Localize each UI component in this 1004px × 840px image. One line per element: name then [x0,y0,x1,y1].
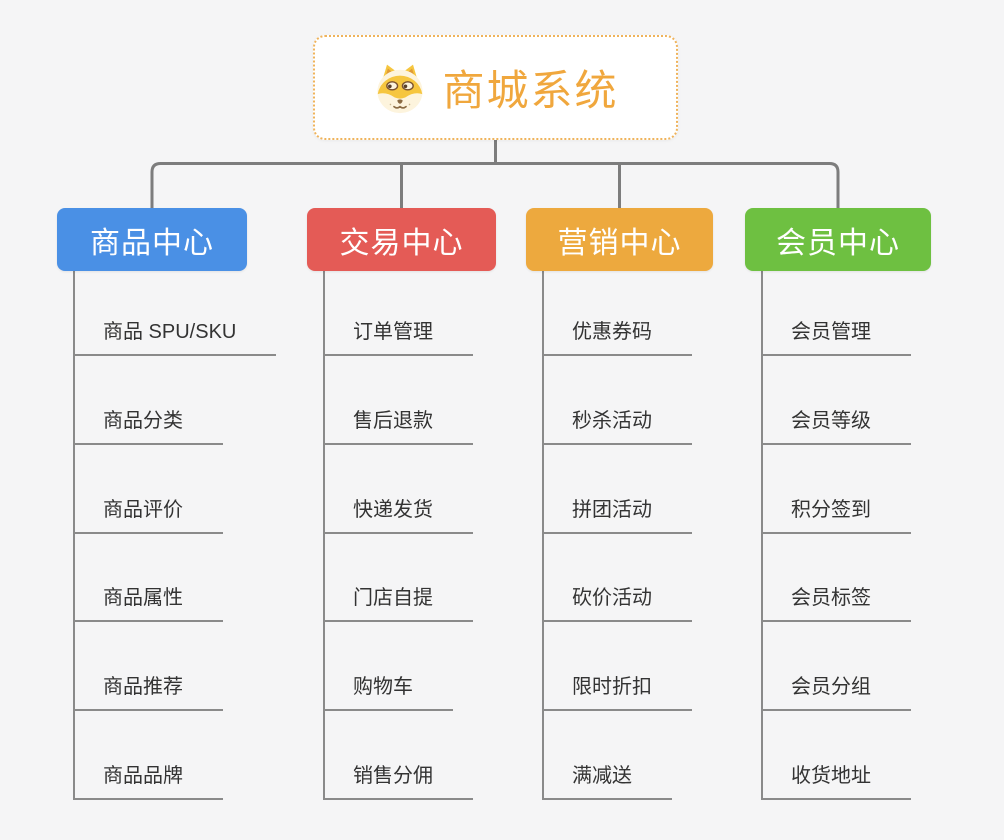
branch-node-label: 商品中心 [90,226,214,260]
leaf-node-member-center-6[interactable]: 收货地址 [761,762,911,800]
leaf-node-trade-center-2[interactable]: 售后退款 [323,407,473,445]
leaf-node-marketing-center-6[interactable]: 满减送 [542,762,672,800]
leaf-node-marketing-center-2[interactable]: 秒杀活动 [542,407,692,445]
branch-node-trade-center[interactable]: 交易中心 [307,208,496,271]
leaf-node-member-center-5[interactable]: 会员分组 [761,673,911,711]
branch-trunk-line [323,271,325,800]
branch-node-product-center[interactable]: 商品中心 [57,208,247,271]
leaf-node-product-center-5[interactable]: 商品推荐 [73,673,223,711]
branch-node-label: 交易中心 [339,226,464,260]
branch-node-label: 会员中心 [776,226,900,260]
leaf-node-product-center-3[interactable]: 商品评价 [73,496,223,534]
leaf-node-trade-center-1[interactable]: 订单管理 [323,318,473,356]
branch-column-member-center: 会员中心会员管理会员等级积分签到会员标签会员分组收货地址 [745,208,931,800]
leaf-node-marketing-center-5[interactable]: 限时折扣 [542,673,692,711]
leaf-node-trade-center-6[interactable]: 销售分佣 [323,762,473,800]
branch-column-product-center: 商品中心商品 SPU/SKU 商品分类商品评价商品属性商品推荐商品品牌 [57,208,277,800]
leaf-node-marketing-center-4[interactable]: 砍价活动 [542,584,692,622]
leaf-node-product-center-1[interactable]: 商品 SPU/SKU [73,318,277,356]
root-node-label: 商城系统 [442,67,619,114]
leaf-node-marketing-center-1[interactable]: 优惠券码 [542,318,692,356]
leaf-node-product-center-2[interactable]: 商品分类 [73,407,223,445]
leaf-node-product-center-6[interactable]: 商品品牌 [73,762,223,800]
leaf-node-trade-center-5[interactable]: 购物车 [323,673,453,711]
leaf-node-member-center-3[interactable]: 积分签到 [761,496,911,534]
branch-column-marketing-center: 营销中心优惠券码秒杀活动拼团活动砍价活动限时折扣满减送 [526,208,713,800]
root-node[interactable]: 商城系统 [313,35,678,140]
branch-column-trade-center: 交易中心订单管理售后退款快递发货门店自提购物车销售分佣 [307,208,496,800]
leaf-node-member-center-2[interactable]: 会员等级 [761,407,911,445]
leaf-node-product-center-4[interactable]: 商品属性 [73,584,223,622]
branch-trunk-line [73,271,75,800]
branch-node-marketing-center[interactable]: 营销中心 [526,208,713,271]
branch-trunk-line [542,271,544,800]
leaf-node-trade-center-4[interactable]: 门店自提 [323,584,473,622]
leaf-node-marketing-center-3[interactable]: 拼团活动 [542,496,692,534]
leaf-node-member-center-1[interactable]: 会员管理 [761,318,911,356]
leaf-node-member-center-4[interactable]: 会员标签 [761,584,911,622]
leaf-node-trade-center-3[interactable]: 快递发货 [323,496,473,534]
branch-trunk-line [761,271,763,800]
branch-node-member-center[interactable]: 会员中心 [745,208,931,271]
dog-face-icon [377,64,424,113]
branch-node-label: 营销中心 [557,226,682,260]
